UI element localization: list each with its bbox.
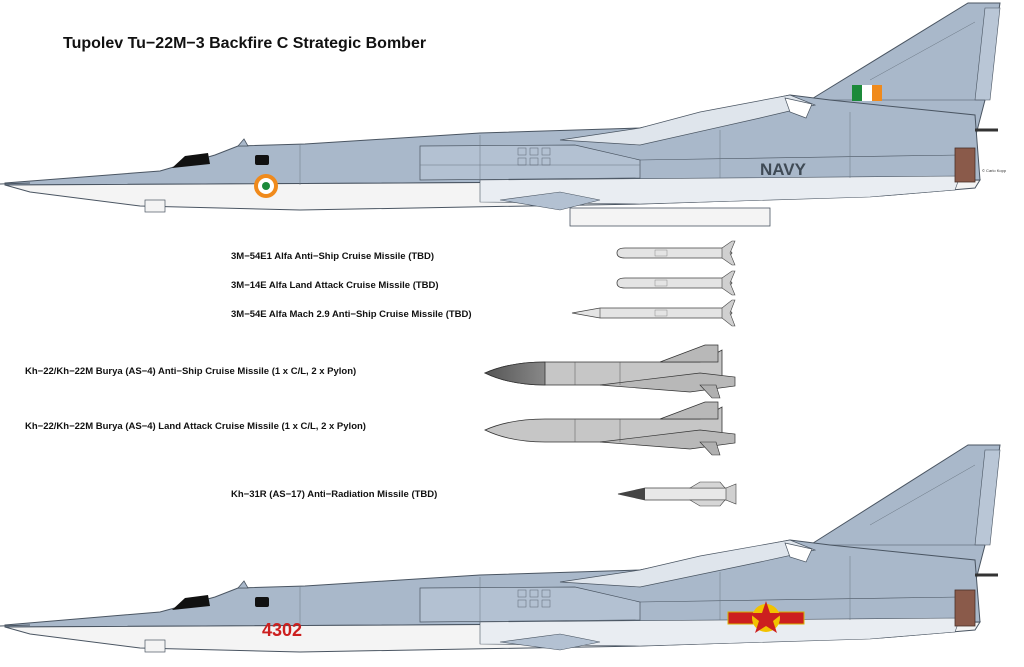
weapon-label-2: 3M−14E Alfa Land Attack Cruise Missile (… [231,280,439,291]
top-navy-marking: NAVY [760,160,807,179]
weapon-label-3: 3M−54E Alfa Mach 2.9 Anti−Ship Cruise Mi… [231,309,472,320]
bottom-star-insignia [727,601,805,633]
top-exhaust-nozzle [954,147,976,183]
top-cockpit-canopy [172,153,210,168]
weapon-label-6: Kh−31R (AS−17) Anti−Radiation Missile (T… [231,489,438,500]
missile-3m54e [571,299,736,327]
bottom-serial-number: 4302 [262,620,302,640]
missile-3m54e1 [616,240,736,266]
missile-kh22-antiship [484,344,736,399]
top-credit: © Carlo Kopp [982,168,1007,173]
missile-kh31r [617,481,737,507]
bottom-cockpit-canopy [172,595,210,610]
bottom-aircraft: 4302 [0,444,1001,653]
top-fin-flash [852,85,882,101]
missile-3m14e [616,270,736,296]
bottom-exhaust-nozzle [954,589,976,627]
weapon-label-4: Kh−22/Kh−22M Burya (AS−4) Anti−Ship Crui… [25,366,357,377]
top-aircraft: NAVY © Carlo Kopp [0,2,1007,227]
weapon-label-5: Kh−22/Kh−22M Burya (AS−4) Land Attack Cr… [25,421,366,432]
page-title: Tupolev Tu−22M−3 Backfire C Strategic Bo… [63,35,427,52]
weapon-label-1: 3M−54E1 Alfa Anti−Ship Cruise Missile (T… [231,251,435,262]
missile-kh22-landattack [484,401,736,456]
top-roundel [254,174,278,198]
